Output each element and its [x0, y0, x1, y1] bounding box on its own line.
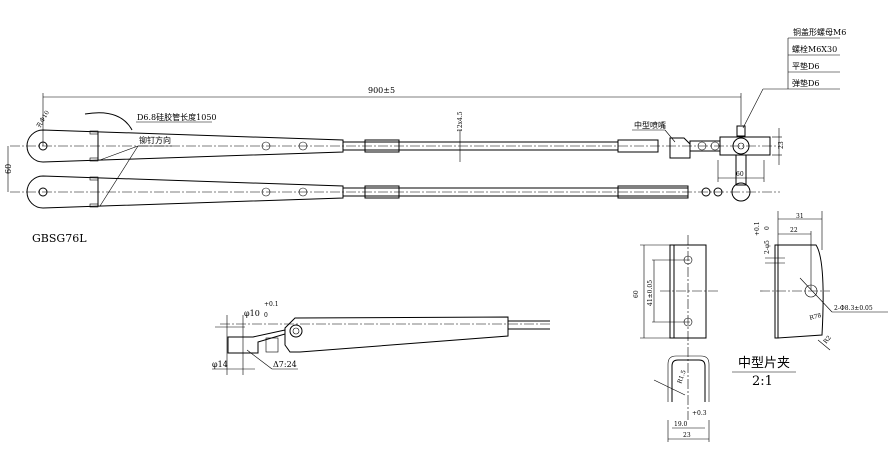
- slot-tol-lower: 0: [764, 226, 771, 230]
- width-total-dim: 31: [796, 213, 804, 220]
- hardware-item: 平垫D6: [792, 61, 820, 71]
- bend-radius-dim: R1.5: [676, 369, 687, 385]
- part-number: GBSG76L: [32, 232, 87, 245]
- outer-width-dim: 23: [683, 432, 691, 439]
- hole-label: 孔Φ10: [35, 109, 51, 129]
- width-inner-dim: 22: [790, 227, 798, 234]
- clip-scale: 2:1: [752, 374, 773, 389]
- rivet-note: 铆钉方向: [139, 135, 171, 145]
- mount-bracket: [669, 125, 782, 186]
- bore-tol-lower: 0: [264, 312, 268, 319]
- rod-size-dim: 12x4.5: [457, 111, 464, 132]
- slot-holes-dim: 2-φ5: [764, 240, 771, 254]
- clip-section-view: [653, 355, 710, 442]
- taper-dim: Δ7:24: [273, 360, 297, 369]
- hardware-item: 螺栓M6X30: [792, 44, 837, 54]
- hardware-list: 铜盖形螺母M6 螺栓M6X30 平垫D6 弹垫D6: [742, 27, 846, 129]
- hole-spacing-dim: 41±0.05: [647, 280, 654, 306]
- slot-tol-upper: +0.1: [754, 221, 761, 236]
- clip-height-dim: 60: [633, 290, 640, 298]
- bracket-height-dim: 23: [778, 141, 785, 149]
- clip-title: 中型片夹: [738, 356, 790, 371]
- inner-width-dim: 19.0: [674, 421, 688, 428]
- bore-dim: φ10: [244, 309, 260, 318]
- bore-tol-upper: +0.1: [264, 301, 279, 308]
- hardware-item: 弹垫D6: [792, 78, 820, 88]
- clip-side-view: [760, 211, 888, 351]
- radius-large-dim: R78: [809, 312, 823, 322]
- side-view: [212, 315, 550, 375]
- outer-dim: φ14: [212, 360, 228, 369]
- inner-tol: +0.3: [692, 410, 707, 417]
- hardware-item: 铜盖形螺母M6: [793, 27, 846, 37]
- hose-note: D6.8硅胶管长度1050: [137, 112, 217, 122]
- nozzle-note: 中型喷嘴: [634, 120, 666, 130]
- bracket-width-dim: 60: [736, 171, 744, 178]
- radius-small-dim: R2: [822, 334, 833, 345]
- clip-front-view: [640, 235, 718, 420]
- overall-length-dim: 900±5: [368, 86, 395, 95]
- arm-spacing-dim: 60: [4, 164, 13, 174]
- holes-dim: 2-Φ8.3±0.05: [834, 305, 873, 312]
